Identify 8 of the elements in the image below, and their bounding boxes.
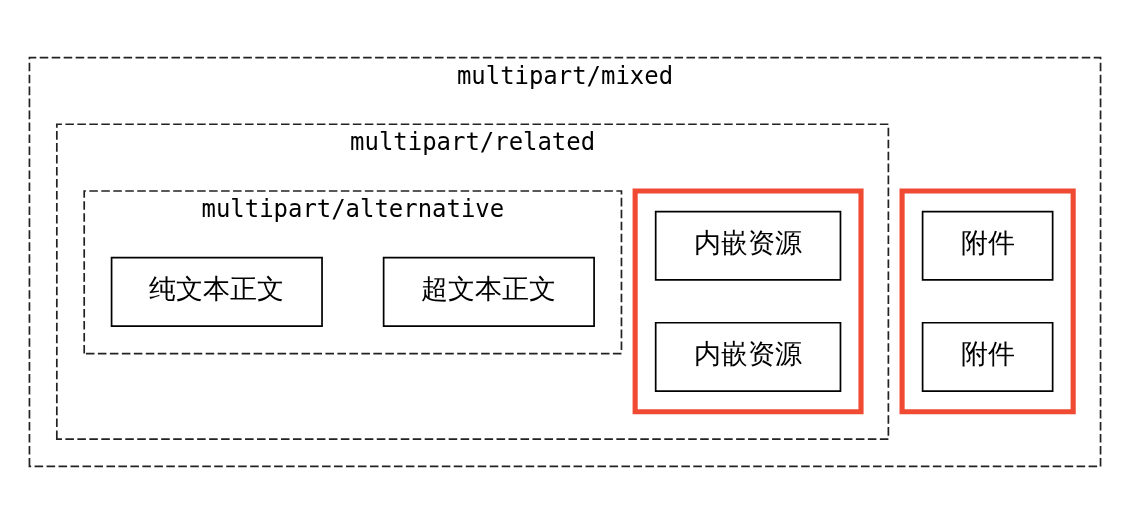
node-box: 内嵌资源	[654, 321, 842, 392]
node-box: 内嵌资源	[654, 210, 842, 281]
node-box: 附件	[921, 210, 1054, 281]
node-box: 纯文本正文	[110, 256, 323, 327]
node-box: 附件	[921, 321, 1054, 392]
cluster	[899, 187, 1076, 414]
node-box: 超文本正文	[382, 256, 595, 327]
cluster	[632, 187, 864, 414]
